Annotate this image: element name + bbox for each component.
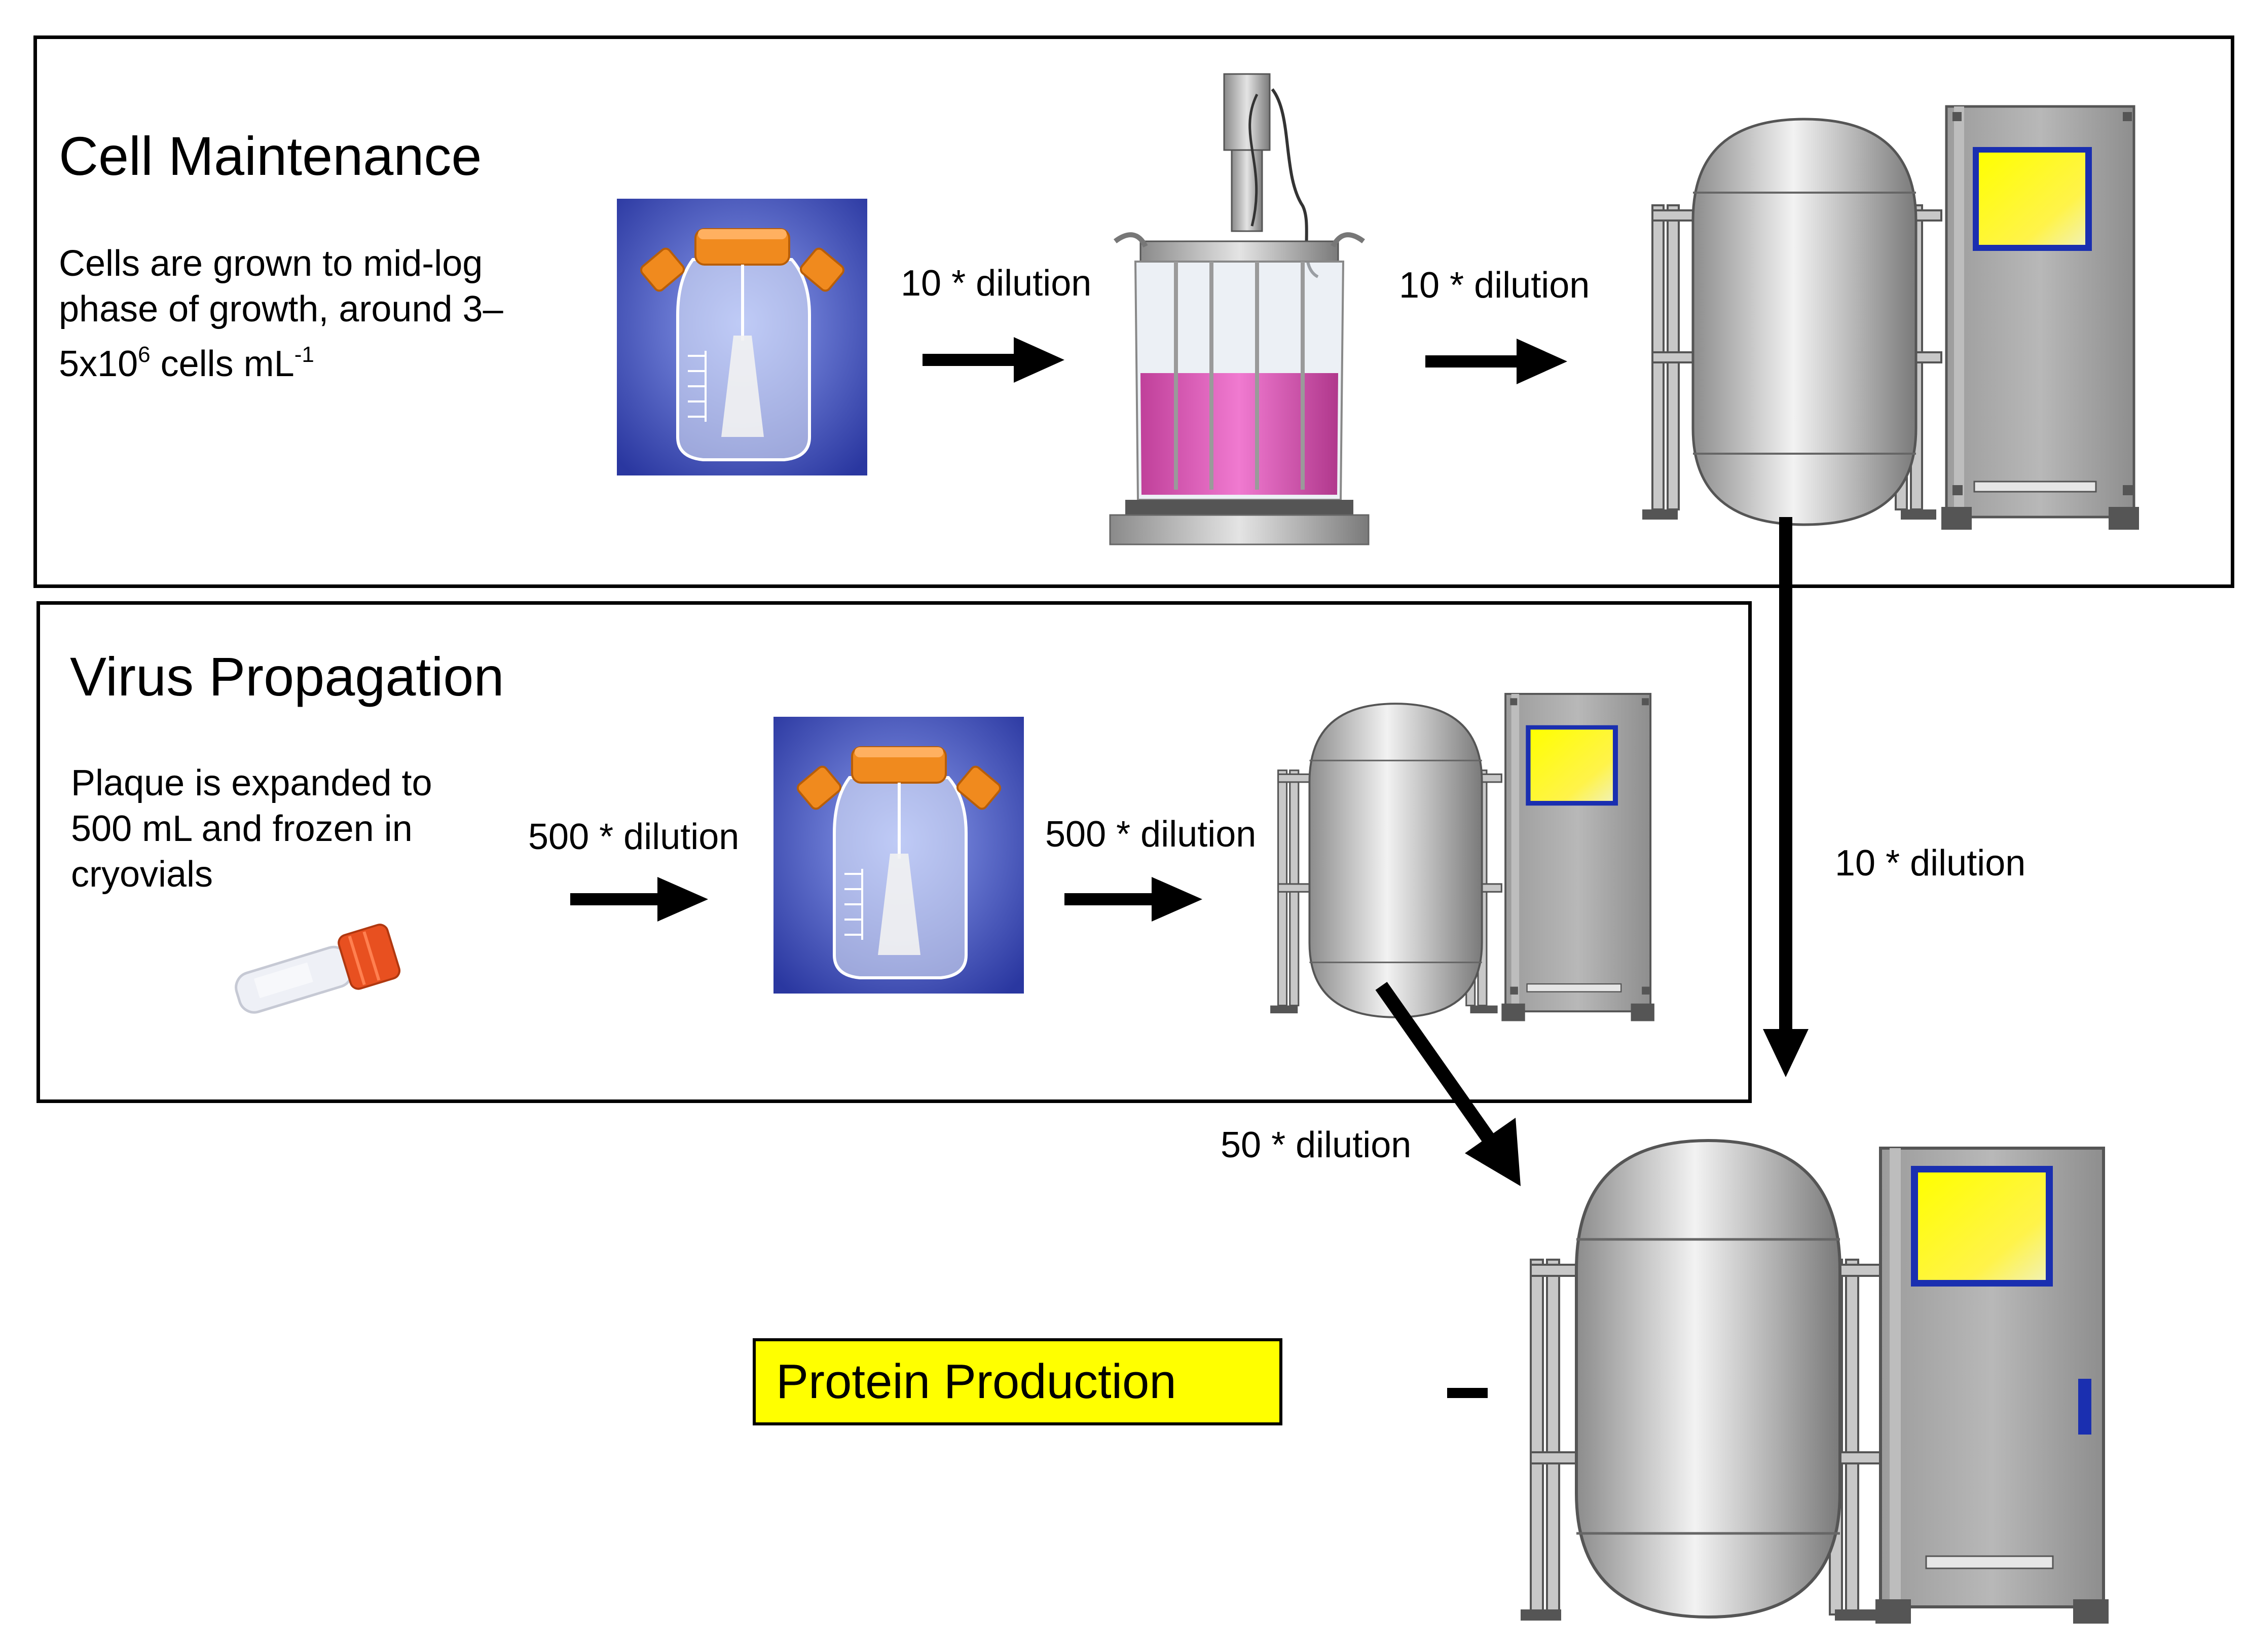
cells-step1-arrow [923, 337, 1064, 383]
density-base: 5x10 [59, 344, 138, 384]
virus-to-production-arrow [1375, 981, 1521, 1186]
cell-maintenance-line2: phase of growth, around 3– [59, 289, 503, 329]
cell-maintenance-line3: 5x106 cells mL-1 [59, 332, 591, 387]
virus-propagation-title: Virus Propagation [70, 646, 504, 707]
virus-line3: cryovials [71, 854, 213, 895]
connector-stub [1447, 1388, 1488, 1398]
cells-step1-label: 10 * dilution [901, 263, 1092, 304]
unit-exponent: -1 [294, 342, 314, 367]
spinner-flask-image [617, 199, 867, 475]
virus-bioreactor-image [1270, 692, 1654, 1021]
density-unit: cells mL [150, 344, 294, 384]
density-exponent: 6 [138, 342, 151, 367]
cells-to-production-label: 10 * dilution [1835, 843, 2026, 884]
virus-step1-arrow [570, 877, 708, 922]
cells-step2-arrow [1425, 339, 1567, 384]
virus-step1-label: 500 * dilution [528, 817, 740, 857]
cryovial-image [235, 924, 401, 1014]
virus-spinner-flask-image [773, 717, 1024, 994]
virus-line1: Plaque is expanded to [71, 763, 432, 803]
cell-maintenance-title: Cell Maintenance [59, 125, 482, 187]
virus-propagation-description: Plaque is expanded to 500 mL and frozen … [71, 760, 527, 897]
cell-maintenance-line1: Cells are grown to mid-log [59, 243, 483, 284]
virus-to-production-label: 50 * dilution [1221, 1125, 1412, 1165]
cell-maintenance-description: Cells are grown to mid-log phase of grow… [59, 241, 591, 387]
virus-step2-arrow [1064, 877, 1202, 922]
bench-bioreactor-image [1109, 73, 1370, 545]
pilot-bioreactor-image [1642, 105, 2139, 530]
protein-production-text: Protein Production [776, 1354, 1176, 1409]
virus-step2-label: 500 * dilution [1045, 814, 1257, 855]
cells-to-production-arrow [1763, 517, 1809, 1077]
virus-line2: 500 mL and frozen in [71, 809, 413, 849]
protein-production-label: Protein Production [753, 1338, 1282, 1425]
cells-step2-label: 10 * dilution [1399, 265, 1590, 306]
production-bioreactor-image [1521, 1139, 2109, 1624]
